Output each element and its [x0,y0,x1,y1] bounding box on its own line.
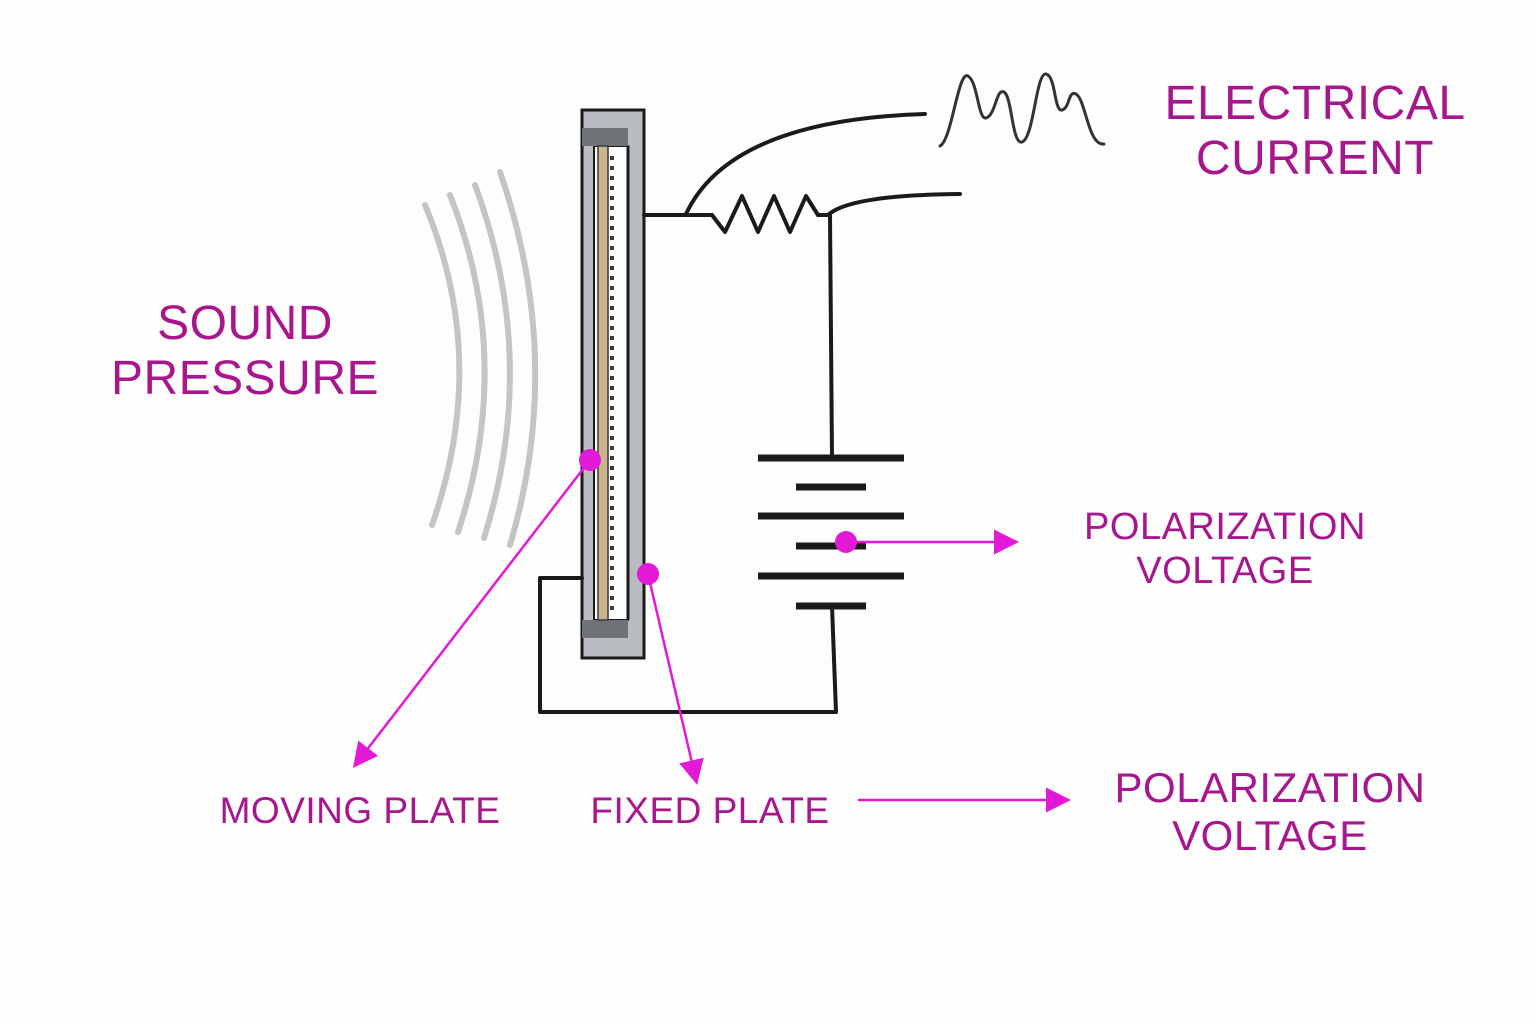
annotation-dots [579,449,857,585]
resistor-icon [710,194,820,234]
perforation-dot [610,506,614,510]
perforation-dot [610,366,614,370]
output-wire-top [684,112,927,216]
sound-pressure-label: SOUND PRESSURE [90,296,400,406]
polarization-voltage-top-line-2: VOLTAGE [1136,549,1314,592]
perforation-dot [610,156,614,160]
moving-plate-label: MOVING PLATE [219,790,501,831]
signal-waveform [938,72,1106,148]
perforation-dot [610,476,614,480]
perforation-dot [610,376,614,380]
perforation-dot [610,566,614,570]
perforation-dot [610,486,614,490]
polarization-voltage-bottom-line-2: VOLTAGE [1172,812,1368,860]
perforation-dot [610,336,614,340]
moving-plate-dot [579,449,601,471]
sound-wave-4 [497,169,539,548]
perforation-dot [610,416,614,420]
perforation-dot [610,396,614,400]
sound-pressure-line-1: SOUND [157,297,333,350]
perforation-dot [610,536,614,540]
fixed-plate-label: FIXED PLATE [590,790,830,831]
perforation-dot [610,466,614,470]
capacitor-plates [580,108,646,660]
perforation-dot [610,286,614,290]
moving-plate-pointer [352,459,591,768]
perforation-dot [610,306,614,310]
polarization-voltage-label-top: POLARIZATION VOLTAGE [1060,506,1390,593]
perforation-dot [610,246,614,250]
perforation-dot [610,216,614,220]
annotation-pointers [352,459,1071,813]
perforation-dot [610,266,614,270]
perforation-dot [610,556,614,560]
fixed-plate-dot [637,563,659,585]
perforation-dot [610,176,614,180]
perforation-dot [610,596,614,600]
perforation-dot [610,166,614,170]
output-wire-bottom [826,192,962,217]
perforation-dot [610,186,614,190]
perforation-dot [610,406,614,410]
electrical-current-line-1: ELECTRICAL [1164,77,1466,130]
bottom-clamp [582,620,628,638]
perforation-dot [610,316,614,320]
perforation-dot [610,296,614,300]
sound-wave-2 [447,192,488,535]
perforation-dot [610,226,614,230]
perforation-dot [610,426,614,430]
polarization-voltage-label-bottom: POLARIZATION VOLTAGE [1095,764,1445,861]
perforation-dot [610,236,614,240]
perforation-dot [610,446,614,450]
wire-battery-to-bottom [538,576,838,714]
perforation-dot [610,606,614,610]
polarization-voltage-top-line-1: POLARIZATION [1084,506,1366,548]
fixed-plate-pointer [646,573,704,785]
perforation-dot [610,386,614,390]
electrical-current-label: ELECTRICAL CURRENT [1140,76,1490,186]
sound-waves [422,169,539,548]
plate-perforations [610,156,614,610]
battery-dot [835,531,857,553]
perforation-dot [610,256,614,260]
moving-plate [597,145,609,621]
perforation-dot [610,576,614,580]
perforation-dot [610,546,614,550]
perforation-dot [610,496,614,500]
perforation-dot [610,276,614,280]
perforation-dot [610,356,614,360]
electrical-current-line-2: CURRENT [1195,132,1435,186]
polarization-voltage-bottom-line-1: POLARIZATION [1114,764,1426,811]
perforation-dot [610,586,614,590]
sound-wave-3 [472,182,513,541]
perforation-dot [610,436,614,440]
perforation-dot [610,516,614,520]
wire-resistor-to-battery [816,213,834,460]
sound-pressure-line-2: PRESSURE [110,352,380,406]
perforation-dot [610,346,614,350]
perforation-dot [610,526,614,530]
battery-icon [758,454,904,610]
perforation-dot [610,196,614,200]
circuit-wires [538,112,962,714]
perforation-dot [610,456,614,460]
top-clamp [582,128,628,146]
perforation-dot [610,326,614,330]
perforation-dot [610,206,614,210]
sound-wave-1 [422,202,463,528]
